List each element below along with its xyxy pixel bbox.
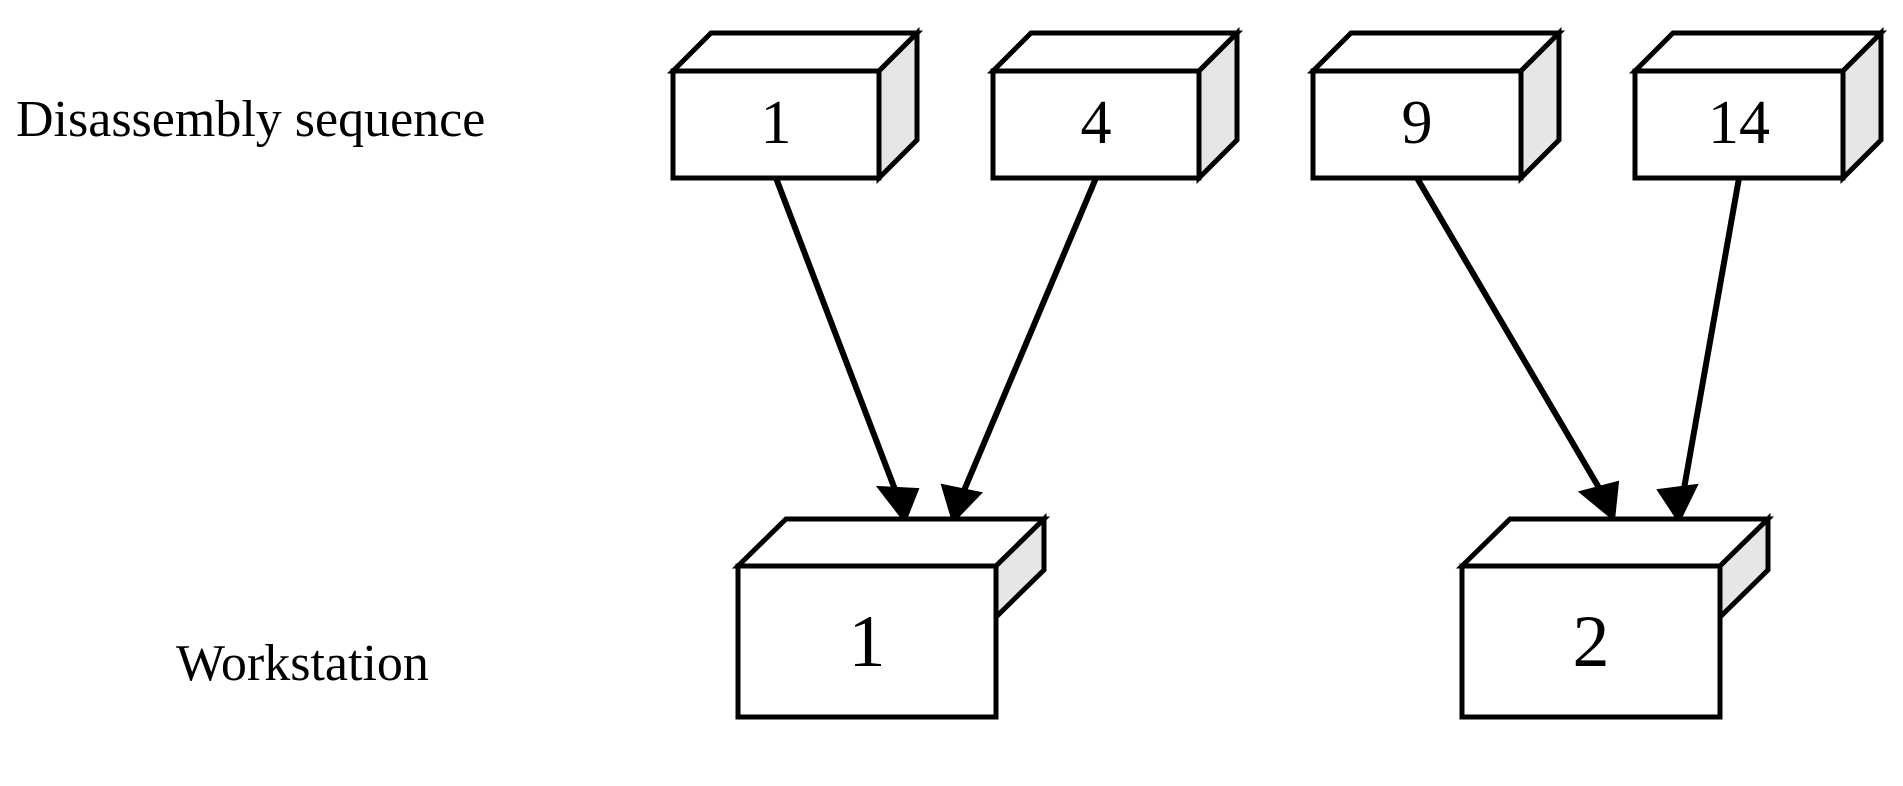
cube-top-face — [1306, 30, 1566, 74]
arrow-head — [875, 485, 920, 525]
cube-front-face — [1632, 68, 1846, 181]
assignment-arrow-9-to-ws2 — [1414, 176, 1620, 522]
cube-front-face — [1310, 68, 1524, 181]
cube-front-face — [735, 563, 999, 720]
arrow-head — [1656, 483, 1699, 525]
arrow-shaft — [773, 176, 902, 502]
cube-top-face — [666, 30, 924, 74]
arrow-head — [940, 483, 983, 524]
arrow-shaft — [1414, 176, 1608, 500]
sequence-node-14[interactable]: 14 — [1628, 26, 1888, 185]
workstation-node-2-label: 2 — [1573, 601, 1610, 683]
arrow-head — [1577, 480, 1620, 522]
cube-front-face — [990, 68, 1202, 181]
row-label-workstation: Workstation — [176, 635, 429, 692]
arrow-shaft — [957, 176, 1099, 502]
row-label-disassembly-sequence: Disassembly sequence — [16, 91, 486, 148]
assignment-arrow-1-to-ws1 — [773, 176, 920, 525]
sequence-node-14-label: 14 — [1708, 89, 1770, 157]
cube-front-face — [1459, 563, 1723, 720]
arrow-shaft — [1679, 177, 1742, 501]
assignment-arrow-14-to-ws2 — [1656, 177, 1742, 525]
sequence-node-9-label: 9 — [1402, 89, 1433, 157]
cube-top-face — [986, 30, 1244, 74]
sequence-node-1[interactable]: 1 — [666, 26, 924, 185]
cube-top-face — [1628, 30, 1888, 74]
cube-top-face — [1455, 516, 1775, 569]
sequence-node-4[interactable]: 4 — [986, 26, 1244, 185]
workstation-node-2[interactable]: 2 — [1455, 513, 1775, 720]
workstation-node-1[interactable]: 1 — [731, 513, 1051, 720]
sequence-node-9[interactable]: 9 — [1306, 26, 1566, 185]
sequence-node-1-label: 1 — [761, 89, 792, 157]
workstation-node-1-label: 1 — [849, 601, 886, 683]
cube-top-face — [731, 516, 1051, 569]
sequence-node-4-label: 4 — [1081, 89, 1112, 157]
assignment-arrow-4-to-ws1 — [940, 176, 1099, 524]
